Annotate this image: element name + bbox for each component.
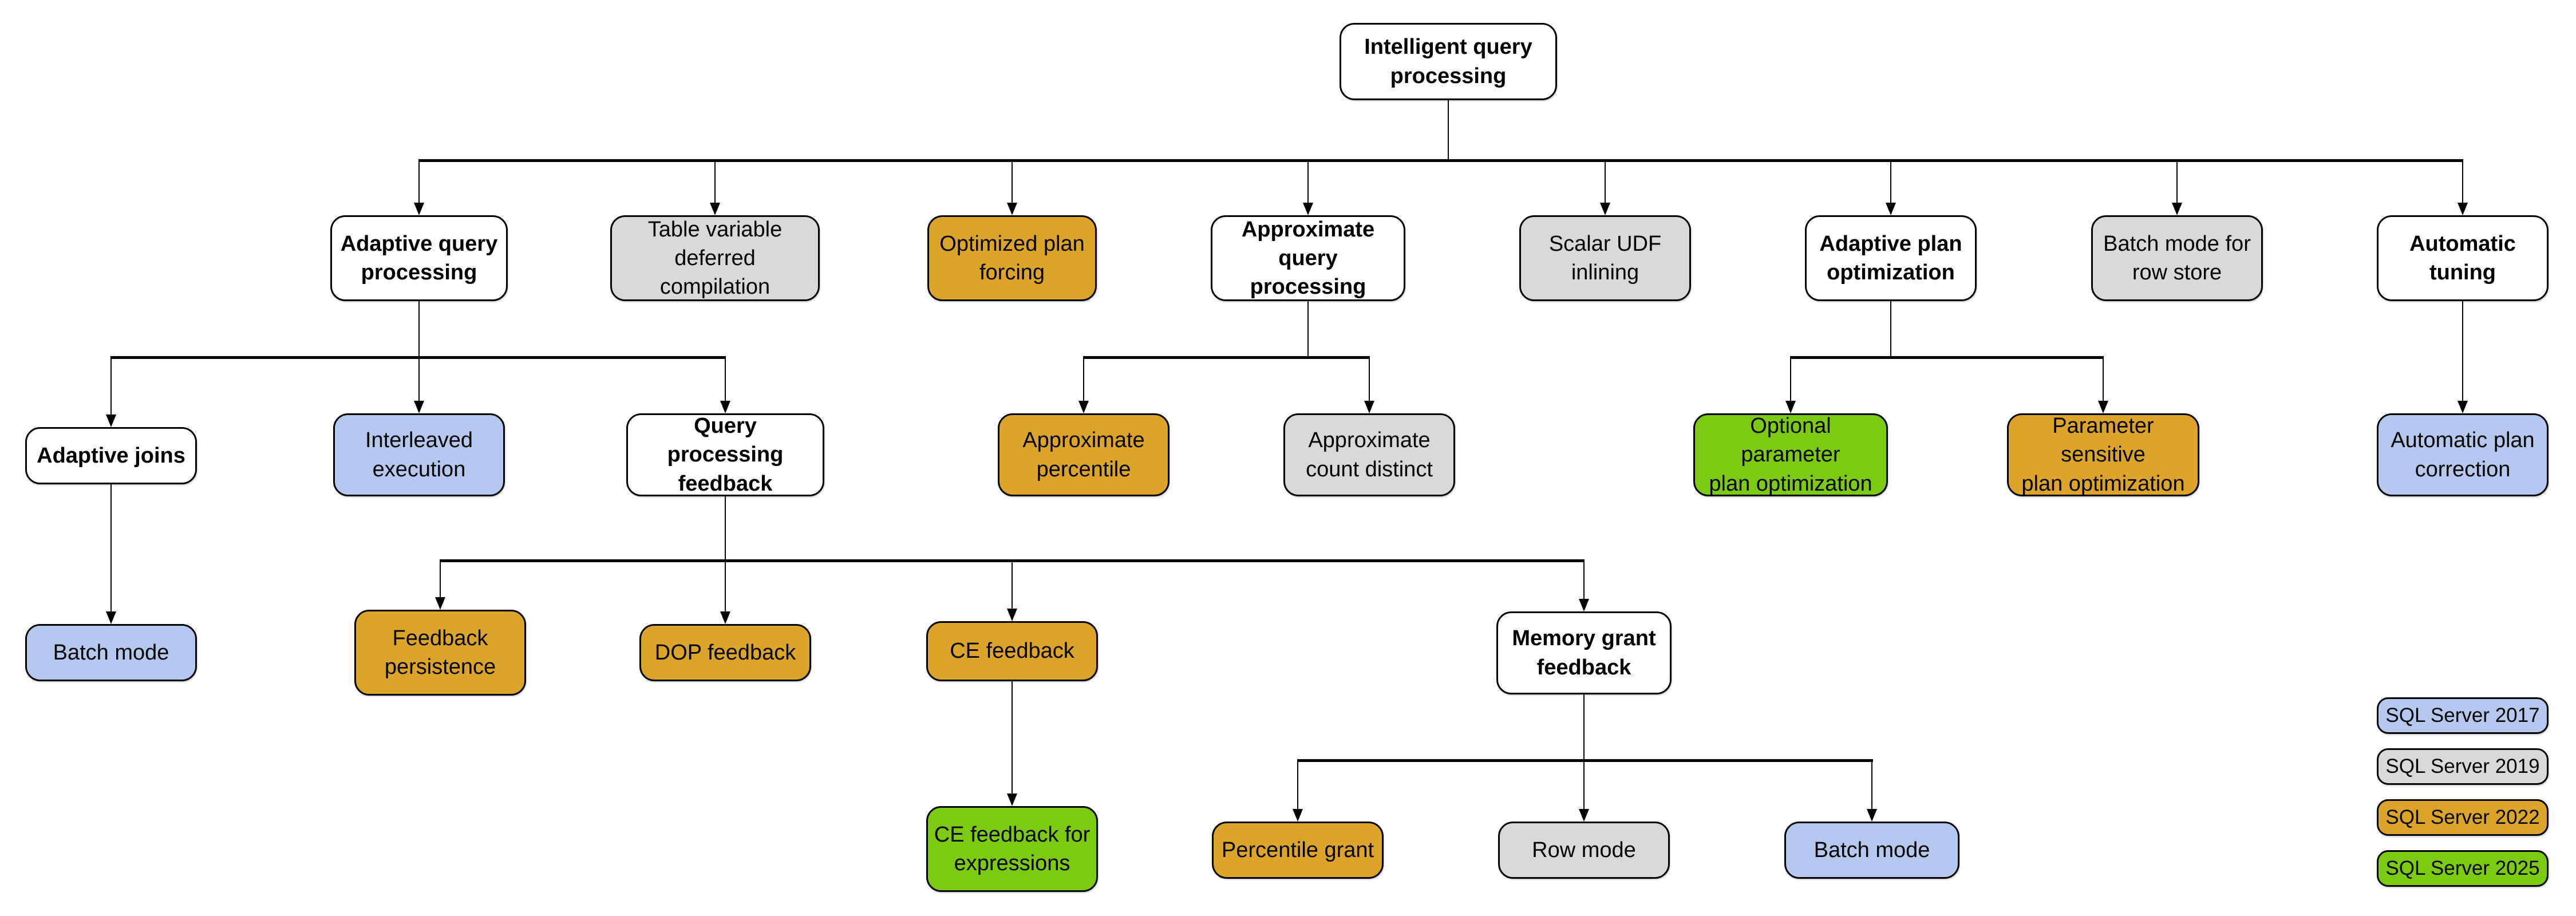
connector-drop [418, 357, 420, 401]
node-ce-feedback: CE feedback [926, 621, 1098, 681]
node-query-processing-feedback: Query processing feedback [626, 413, 824, 496]
arrowhead [435, 597, 445, 610]
arrowhead [1303, 203, 1313, 215]
connector-drop [725, 357, 726, 401]
node-batch-mode-memory-grant: Batch mode [1784, 822, 1959, 879]
node-interleaved-execution: Interleaved execution [333, 413, 505, 496]
connector-drop [1871, 760, 1872, 809]
arrowhead [710, 203, 720, 215]
arrowhead [2458, 401, 2468, 413]
connector-drop [1790, 357, 1791, 401]
connector-drop [1605, 160, 1606, 203]
node-memory-grant-feedback: Memory grant feedback [1496, 611, 1672, 694]
connector-drop [418, 160, 420, 203]
arrowhead [1293, 809, 1303, 822]
arrowhead [2172, 203, 2182, 215]
connector-drop [1297, 760, 1298, 809]
connector-drop [2176, 160, 2178, 203]
legend-item-sql-server-2022: SQL Server 2022 [2377, 799, 2549, 836]
connector-drop [1583, 560, 1585, 599]
node-adaptive-plan-optimization: Adaptive plan optimization [1805, 215, 1977, 301]
connector-mgf-branch [1297, 759, 1873, 762]
node-batch-mode-for-row-store: Batch mode for row store [2091, 215, 2263, 301]
node-optimized-plan-forcing: Optimized plan forcing [927, 215, 1097, 301]
node-row-mode: Row mode [1498, 822, 1670, 879]
node-scalar-udf-inlining: Scalar UDF inlining [1519, 215, 1691, 301]
connector-root-branch [418, 159, 2463, 162]
node-approximate-percentile: Approximate percentile [998, 413, 1170, 496]
connector-drop [1307, 160, 1309, 203]
connector-aj-trunk [110, 484, 112, 611]
node-batch-mode-adaptive-joins: Batch mode [25, 624, 197, 681]
arrowhead [1579, 599, 1589, 611]
node-percentile-grant: Percentile grant [1212, 822, 1384, 879]
node-approximate-count-distinct: Approximate count distinct [1283, 413, 1455, 496]
node-approximate-query-processing: Approximate query processing [1211, 215, 1405, 301]
arrowhead [1007, 609, 1017, 621]
arrowhead [1364, 401, 1374, 413]
connector-drop [2103, 357, 2104, 401]
connector-drop [1890, 160, 1891, 203]
connector-drop [725, 560, 726, 611]
connector-aqpr-branch [1083, 356, 1370, 359]
connector-drop [110, 357, 112, 414]
arrowhead [1886, 203, 1896, 215]
connector-apo-trunk [1890, 301, 1891, 357]
arrowhead [720, 401, 730, 413]
arrowhead [1007, 203, 1017, 215]
arrowhead [2098, 401, 2108, 413]
node-table-variable-deferred-compilation: Table variable deferred compilation [610, 215, 820, 301]
node-ce-feedback-for-expressions: CE feedback for expressions [926, 806, 1098, 892]
node-intelligent-query-processing: Intelligent query processing [1340, 23, 1557, 100]
connector-aqpr-trunk [1307, 301, 1309, 357]
node-parameter-sensitive-plan-optimization: Parameter sensitive plan optimization [2007, 413, 2199, 496]
arrowhead [414, 203, 424, 215]
connector-drop [1369, 357, 1370, 401]
connector-apo-branch [1790, 356, 2104, 359]
legend-item-sql-server-2017: SQL Server 2017 [2377, 697, 2549, 734]
connector-cef-trunk [1012, 681, 1013, 793]
arrowhead [106, 611, 116, 624]
legend-item-sql-server-2025: SQL Server 2025 [2377, 850, 2549, 887]
node-adaptive-query-processing: Adaptive query processing [330, 215, 508, 301]
connector-mgf-trunk [1583, 694, 1585, 760]
connector-drop [1012, 560, 1013, 609]
arrowhead [1785, 401, 1796, 413]
connector-drop [1583, 760, 1585, 809]
arrowhead [106, 414, 116, 427]
connector-drop [714, 160, 716, 203]
arrowhead [1078, 401, 1089, 413]
connector-aqp-trunk [418, 301, 420, 357]
arrowhead [414, 401, 424, 413]
connector-qpf-trunk [725, 496, 726, 560]
node-adaptive-joins: Adaptive joins [25, 427, 197, 484]
node-optional-parameter-plan-optimization: Optional parameter plan optimization [1693, 413, 1888, 496]
arrowhead [1600, 203, 1610, 215]
arrowhead [2458, 203, 2468, 215]
connector-drop [1083, 357, 1084, 401]
connector-drop [440, 560, 441, 597]
connector-at-trunk [2462, 301, 2463, 401]
node-automatic-tuning: Automatic tuning [2377, 215, 2549, 301]
connector-root-trunk [1448, 100, 1449, 160]
connector-drop [1012, 160, 1013, 203]
connector-drop [2462, 160, 2463, 203]
connector-aqp-branch [110, 356, 726, 359]
arrowhead [1007, 793, 1017, 806]
arrowhead [1579, 809, 1589, 822]
node-automatic-plan-correction: Automatic plan correction [2377, 413, 2549, 496]
arrowhead [720, 611, 730, 624]
legend-item-sql-server-2019: SQL Server 2019 [2377, 748, 2549, 785]
node-dop-feedback: DOP feedback [639, 624, 811, 681]
node-feedback-persistence: Feedback persistence [354, 610, 526, 696]
arrowhead [1867, 809, 1877, 822]
